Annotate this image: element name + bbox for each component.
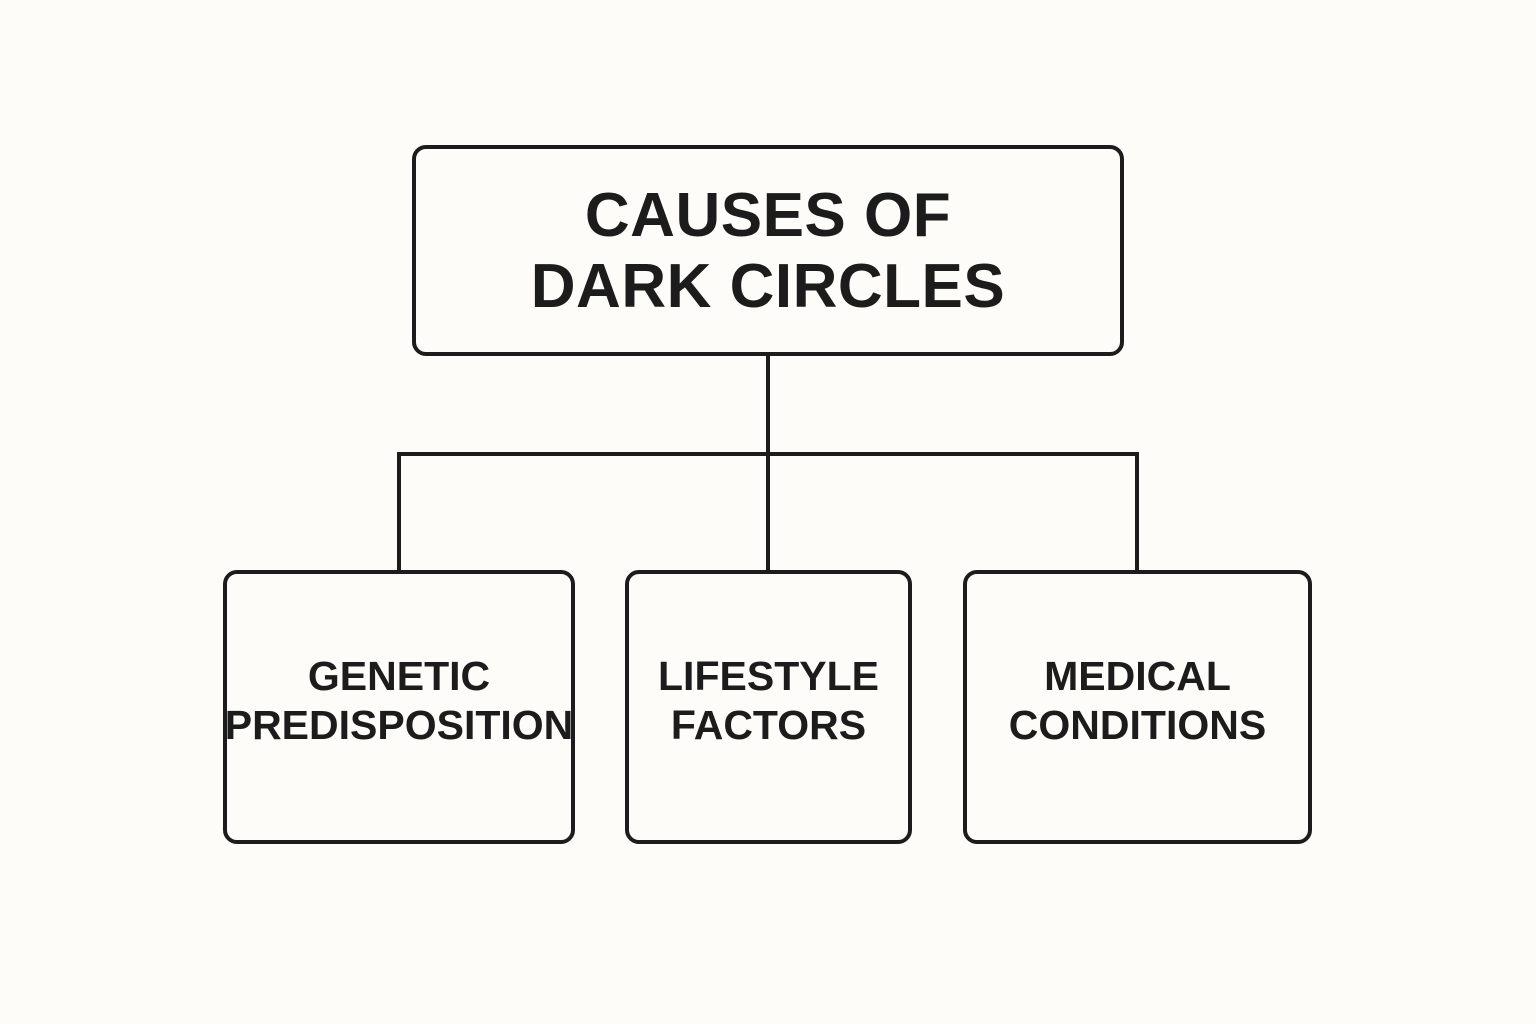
root-title-line-1: CAUSES OF: [584, 180, 952, 250]
node-label-line-1: GENETIC: [307, 653, 491, 699]
root-title-line-2: DARK CIRCLES: [530, 251, 1006, 321]
node-genetic-predisposition: GENETIC PREDISPOSITION: [223, 570, 575, 844]
node-label-line-1: MEDICAL: [1044, 653, 1231, 699]
node-lifestyle-factors: LIFESTYLE FACTORS: [625, 570, 912, 844]
node-label-line-2: CONDITIONS: [1008, 702, 1267, 748]
node-label-line-2: PREDISPOSITION: [224, 702, 574, 748]
node-medical-conditions: MEDICAL CONDITIONS: [963, 570, 1312, 844]
root-node-causes: CAUSES OF DARK CIRCLES: [412, 145, 1124, 356]
node-label-line-1: LIFESTYLE: [658, 653, 879, 699]
node-label-line-2: FACTORS: [670, 702, 867, 748]
